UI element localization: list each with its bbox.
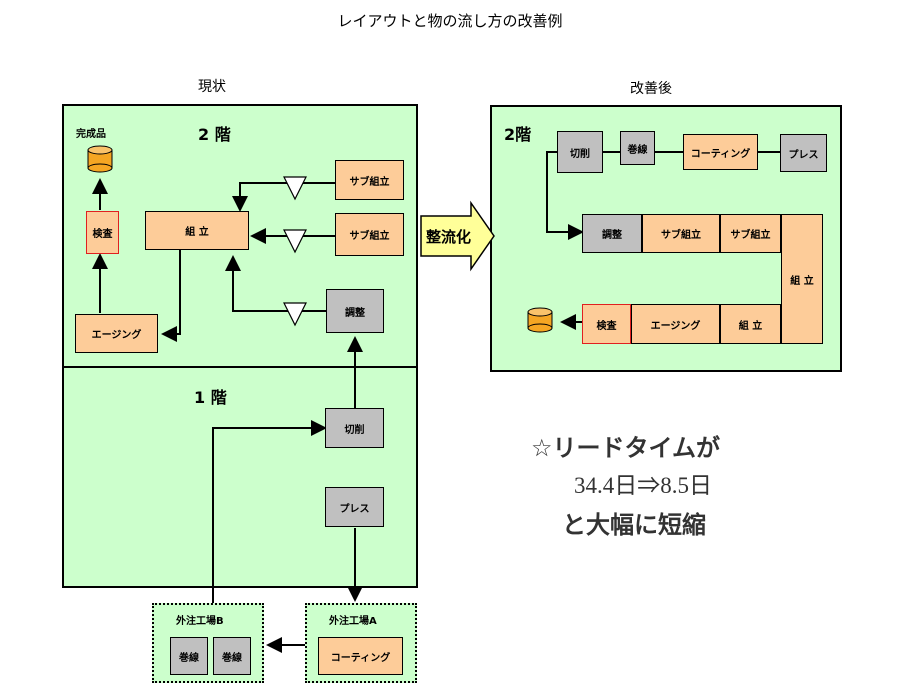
floor1-label: 1 階 <box>194 388 227 407</box>
callout-line1: ☆リードタイムが <box>531 434 721 462</box>
transition-label: 整流化 <box>425 227 471 246</box>
before-aging: エージング <box>75 314 158 353</box>
callout-line2: 34.4日⇒8.5日 <box>574 473 712 498</box>
after-assembly: 組 立 <box>720 304 781 344</box>
after-inspection: 検査 <box>582 304 631 344</box>
after-assembly-vertical: 組 立 <box>781 214 823 344</box>
before-sub-assembly-2: サブ組立 <box>335 213 404 256</box>
after-inventory-icon <box>527 307 553 333</box>
finished-goods-icon <box>87 145 113 173</box>
callout-line3: と大幅に短縮 <box>562 511 706 539</box>
after-winding: 巻線 <box>620 131 655 165</box>
before-inspection: 検査 <box>86 211 119 254</box>
after-sub-assembly-2: サブ組立 <box>720 214 781 253</box>
before-press: プレス <box>325 487 384 527</box>
vendor-b-label: 外注工場B <box>176 616 224 627</box>
before-cutting: 切削 <box>325 408 384 448</box>
vendor-b-winding-1: 巻線 <box>170 637 208 675</box>
after-cutting: 切削 <box>557 131 603 173</box>
after-sub-assembly-1: サブ組立 <box>642 214 720 253</box>
before-adjustment: 調整 <box>326 289 384 333</box>
vendor-a-coating: コーティング <box>318 637 403 675</box>
after-floor-label: 2階 <box>504 125 532 144</box>
vendor-b-winding-2: 巻線 <box>213 637 251 675</box>
page-title: レイアウトと物の流し方の改善例 <box>337 12 563 30</box>
before-header: 現状 <box>198 79 226 95</box>
vendor-a-label: 外注工場A <box>329 616 377 627</box>
after-header: 改善後 <box>630 81 672 97</box>
before-sub-assembly-1: サブ組立 <box>335 160 404 200</box>
after-press: プレス <box>780 134 827 172</box>
transition-arrow-shape <box>420 200 495 272</box>
after-aging: エージング <box>631 304 720 344</box>
floor2-label: 2 階 <box>198 125 231 144</box>
finished-goods-label: 完成品 <box>76 129 106 140</box>
before-assembly: 組 立 <box>145 211 249 250</box>
after-coating: コーティング <box>683 134 758 170</box>
after-adjustment: 調整 <box>582 214 642 253</box>
floor1-panel <box>62 366 418 588</box>
